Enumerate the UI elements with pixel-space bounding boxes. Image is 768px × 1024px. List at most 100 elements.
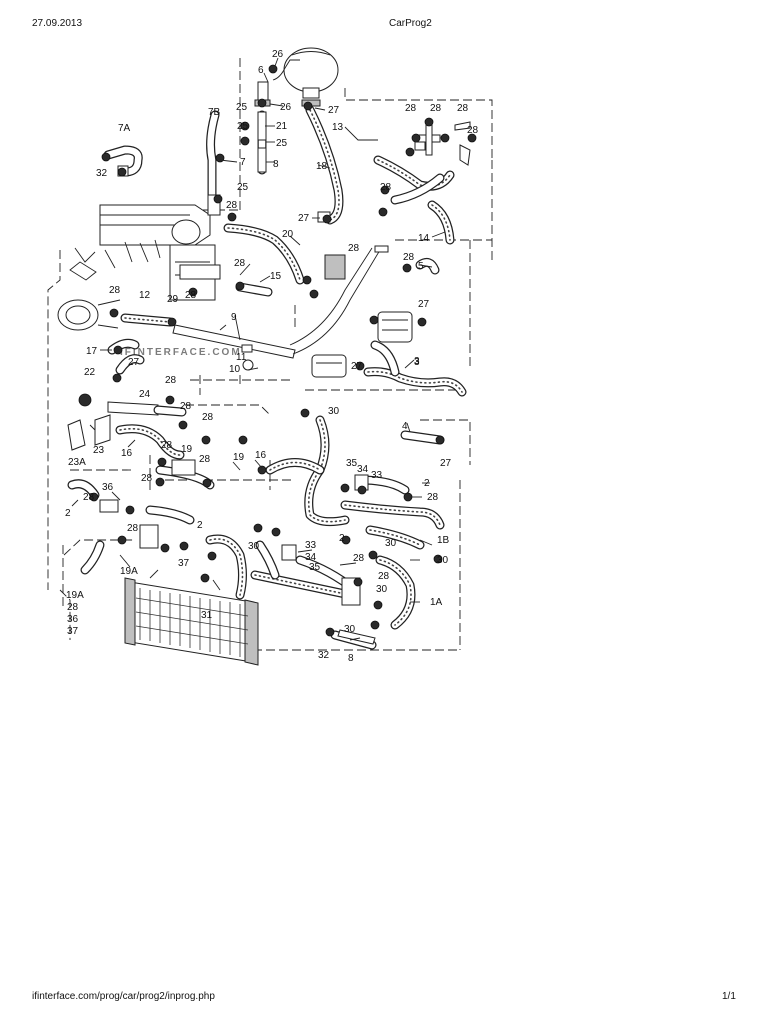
callout-label: 23 [93, 445, 105, 456]
callout-label: 28 [161, 440, 173, 451]
callout-label: 13 [332, 122, 344, 133]
callout-label: 35 [309, 562, 321, 573]
callout-label: 2 [339, 533, 345, 544]
callout-label: 7 [240, 157, 246, 168]
callout-label: 12 [139, 290, 151, 301]
callout-label: 5 [418, 261, 424, 272]
callout-label: 28 [185, 290, 197, 301]
callout-label: 30 [385, 538, 397, 549]
callout-label: 37 [67, 626, 79, 637]
callout-label: 7A [118, 123, 131, 134]
callout-label: 2 [424, 478, 430, 489]
cooling-system-exploded-diagram: IFINTERFACE.COM [47, 47, 493, 666]
callout-label: 25 [236, 102, 248, 113]
callout-label: 33 [371, 470, 383, 481]
callout-label: 22 [84, 367, 96, 378]
radiator [124, 577, 259, 666]
callout-label: 37 [178, 558, 190, 569]
callout-label: 30 [376, 584, 388, 595]
callout-label: 26 [272, 49, 284, 60]
callout-label: 28 [141, 473, 153, 484]
callout-labels: 26 6 25 26 27 7B 21 13 28 28 25 25 7A 7 … [65, 49, 479, 664]
callout-label: 28 [405, 103, 417, 114]
callout-label: 32 [96, 168, 108, 179]
callout-label: 24 [139, 389, 151, 400]
coolant-pipe [172, 247, 381, 359]
callout-label: 28 [348, 243, 360, 254]
callout-label: 35 [346, 458, 358, 469]
callout-label: 16 [121, 448, 133, 459]
callout-label: 17 [86, 346, 98, 357]
callout-label: 19A [120, 566, 138, 577]
callout-label: 27 [351, 361, 363, 372]
callout-label: 32 [318, 650, 330, 661]
callout-label: 28 [127, 523, 139, 534]
callout-label: 29 [167, 294, 179, 305]
callout-label: 19 [233, 452, 245, 463]
callout-label: 25 [237, 182, 249, 193]
callout-label: 18 [316, 161, 328, 172]
callout-label: 6 [258, 65, 264, 76]
callout-label: 28 [180, 401, 192, 412]
callout-label: 28 [83, 492, 95, 503]
callout-label: 28 [467, 125, 479, 136]
callout-label: 14 [418, 233, 430, 244]
callout-label: 19 [181, 444, 193, 455]
callout-label: 10 [229, 364, 241, 375]
callout-label: 28 [353, 553, 365, 564]
callout-label: 2 [197, 520, 203, 531]
callout-label: 28 [226, 200, 238, 211]
callout-label: 16 [255, 450, 267, 461]
callout-label: 3 [414, 356, 420, 367]
callout-label: 23A [68, 457, 86, 468]
callout-label: 30 [344, 624, 356, 635]
tee-connector [405, 117, 471, 166]
callout-label: 28 [202, 412, 214, 423]
callout-label: 11 [236, 352, 247, 363]
callout-label: 34 [357, 464, 369, 475]
callout-label: 19A [66, 590, 84, 601]
callout-label: 28 [430, 103, 442, 114]
callout-label: 27 [440, 458, 452, 469]
engine-block-housing [57, 204, 216, 331]
callout-label: 34 [305, 552, 317, 563]
callout-label: 26 [280, 102, 292, 113]
oil-cooler [311, 254, 413, 378]
callout-label: 3 [414, 357, 420, 368]
callout-label: 28 [67, 602, 79, 613]
callout-label: 15 [270, 271, 282, 282]
callout-label: 4 [402, 421, 408, 432]
callout-label: 9 [231, 312, 237, 323]
footer-page-number: 1/1 [722, 991, 736, 1002]
callout-label: 28 [403, 252, 415, 263]
callout-label: 28 [109, 285, 121, 296]
footer-url: ifinterface.com/prog/car/prog2/inprog.ph… [32, 991, 215, 1002]
callout-label: 1B [437, 535, 450, 546]
header-title: CarProg2 [389, 18, 432, 29]
callout-label: 20 [282, 229, 294, 240]
callout-label: 33 [305, 540, 317, 551]
callout-label: 1A [430, 597, 443, 608]
watermark-text: IFINTERFACE.COM [120, 347, 242, 358]
coolant-hoses [67, 105, 467, 650]
callout-label: 27 [128, 357, 140, 368]
callout-label: 27 [298, 213, 310, 224]
callout-label: 28 [427, 492, 439, 503]
callout-label: 28 [457, 103, 469, 114]
callout-label: 8 [273, 159, 279, 170]
callout-label: 36 [102, 482, 114, 493]
callout-label: 21 [276, 121, 288, 132]
header-date: 27.09.2013 [32, 18, 83, 29]
hose-clamps [78, 64, 477, 637]
callout-leader-lines [71, 57, 446, 641]
callout-label: 27 [418, 299, 430, 310]
callout-label: 30 [437, 555, 449, 566]
callout-label: 28 [378, 571, 390, 582]
callout-label: 28 [234, 258, 246, 269]
callout-label: 31 [201, 610, 213, 621]
callout-label: 8 [348, 653, 354, 664]
callout-label: 30 [328, 406, 340, 417]
callout-label: 27 [328, 105, 340, 116]
callout-label: 28 [199, 454, 211, 465]
callout-label: 7B [208, 107, 221, 118]
